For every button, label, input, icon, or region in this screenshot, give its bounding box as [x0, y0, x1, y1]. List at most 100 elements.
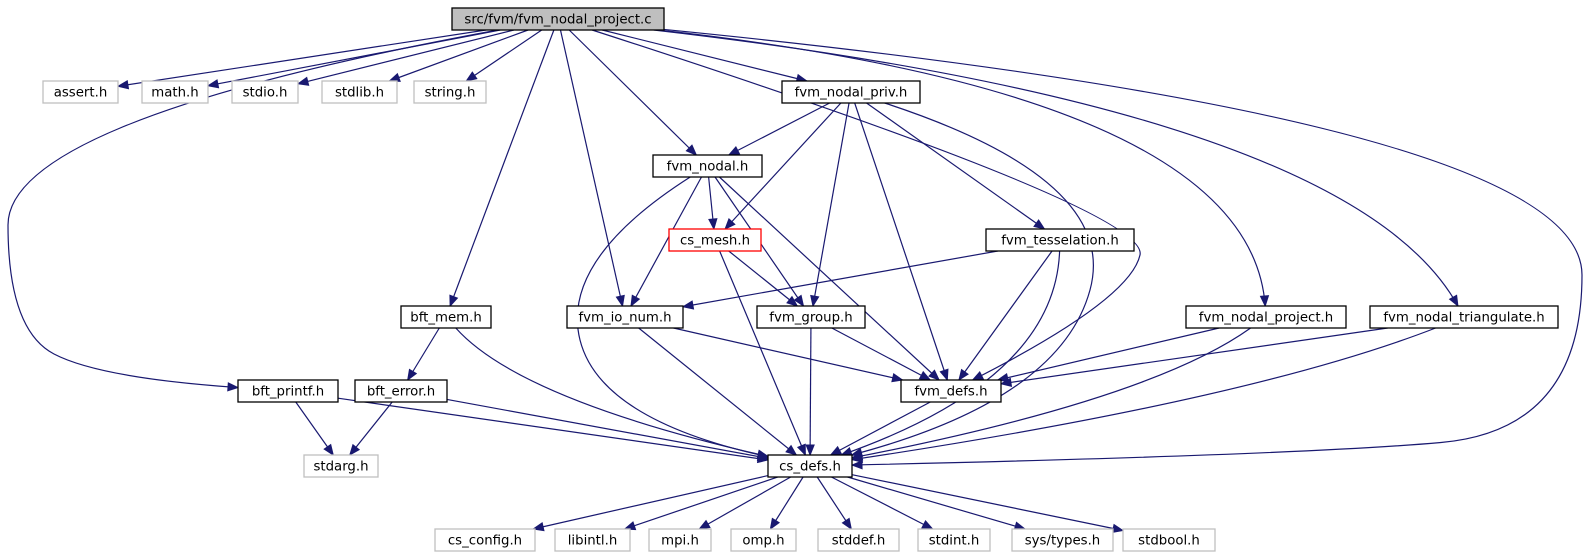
- arrowhead-nodal-to-mesh: [708, 218, 718, 231]
- node-proj[interactable]: fvm_nodal_project.h: [1185, 305, 1347, 329]
- edge-bftprintf-to-csdefs: [337, 397, 769, 461]
- edge-proj-to-csdefs: [851, 327, 1251, 459]
- node-box-stdlib: [321, 80, 398, 104]
- arrowhead-priv-to-group: [810, 294, 820, 308]
- arrowhead-root-to-string: [465, 71, 478, 82]
- edge-group-to-fvmdefs: [831, 327, 931, 381]
- node-box-stddef: [817, 528, 900, 552]
- node-group[interactable]: fvm_group.h: [756, 305, 866, 329]
- edge-csdefs-to-stdbool: [851, 474, 1124, 532]
- arrowhead-group-to-csdefs: [805, 444, 815, 457]
- node-box-stdio: [231, 80, 299, 104]
- edge-tri-to-csdefs: [851, 327, 1436, 461]
- arrowhead-ionum-to-csdefs: [785, 444, 798, 456]
- node-box-ionum: [566, 305, 684, 329]
- arrowhead-ionum-to-fvmdefs: [891, 373, 904, 383]
- node-label-root: src/fvm/fvm_nodal_project.c: [464, 13, 651, 28]
- arrowhead-root-to-nodal: [685, 144, 698, 156]
- node-systypes: sys/types.h: [1011, 528, 1114, 552]
- node-box-group: [756, 305, 866, 329]
- arrowhead-mesh-to-csdefs: [796, 443, 806, 457]
- node-mesh[interactable]: cs_mesh.h: [668, 228, 762, 252]
- node-bftprintf[interactable]: bft_printf.h: [237, 379, 339, 403]
- edge-priv-to-nodal: [728, 102, 830, 156]
- edge-csdefs-to-csconfig: [533, 474, 769, 530]
- node-stdarg: stdarg.h: [303, 454, 379, 478]
- edge-tess-to-csdefs: [841, 250, 1061, 456]
- edge-priv-to-mesh: [724, 102, 842, 230]
- node-csdefs[interactable]: cs_defs.h: [767, 454, 853, 478]
- node-priv[interactable]: fvm_nodal_priv.h: [781, 80, 921, 104]
- node-box-csdefs: [767, 454, 853, 478]
- arrowhead-root-to-math: [206, 79, 220, 89]
- arrowhead-root-to-tri: [1448, 294, 1459, 308]
- node-ionum[interactable]: fvm_io_num.h: [566, 305, 684, 329]
- node-label-nodal: fvm_nodal.h: [667, 160, 749, 175]
- node-label-csdefs: cs_defs.h: [779, 460, 841, 475]
- arrowhead-priv-to-fvmdefs: [939, 368, 949, 382]
- node-fvmdefs[interactable]: fvm_defs.h: [900, 379, 1002, 403]
- arrowhead-csdefs-to-stdint: [921, 519, 934, 530]
- node-stdlib: stdlib.h: [321, 80, 398, 104]
- node-label-assert: assert.h: [54, 86, 108, 101]
- node-box-libintl: [554, 528, 631, 552]
- edge-root-to-bftmem: [449, 29, 555, 307]
- edge-layer: [7, 28, 1583, 534]
- edge-csdefs-to-systypes: [847, 476, 1026, 530]
- edge-root-to-string: [465, 29, 543, 82]
- edge-fvmdefs-to-csdefs: [830, 401, 931, 456]
- arrowhead-nodal-to-group: [793, 294, 805, 308]
- arrowhead-root-to-bftprintf: [227, 382, 240, 392]
- node-label-math: math.h: [151, 86, 198, 101]
- node-box-csconfig: [434, 528, 536, 552]
- node-box-priv: [781, 80, 921, 104]
- node-math: math.h: [141, 80, 209, 104]
- node-omp: omp.h: [730, 528, 797, 552]
- arrowhead-priv-to-tess: [1033, 219, 1046, 230]
- node-label-bftprintf: bft_printf.h: [252, 385, 324, 400]
- node-box-bftprintf: [237, 379, 339, 403]
- node-box-bftmem: [400, 305, 492, 329]
- arrowhead-root-to-assert: [116, 79, 130, 90]
- node-csconfig: cs_config.h: [434, 528, 536, 552]
- node-bftmem[interactable]: bft_mem.h: [400, 305, 492, 329]
- arrowhead-priv-to-mesh: [724, 218, 736, 230]
- arrowhead-tri-to-fvmdefs: [999, 377, 1013, 387]
- node-label-priv: fvm_nodal_priv.h: [795, 86, 908, 101]
- edge-tess-to-fvmdefs: [958, 250, 1053, 381]
- node-stddef: stddef.h: [817, 528, 900, 552]
- node-bfterror[interactable]: bft_error.h: [354, 379, 448, 403]
- arrowhead-tess-to-fvmdefs: [958, 368, 969, 382]
- node-box-tess: [985, 228, 1135, 252]
- node-box-string: [413, 80, 487, 104]
- edge-bfterror-to-csdefs: [446, 398, 769, 459]
- arrowhead-tess-to-ionum: [681, 300, 695, 310]
- node-tess[interactable]: fvm_tesselation.h: [985, 228, 1135, 252]
- node-libintl: libintl.h: [554, 528, 631, 552]
- node-box-tri: [1369, 305, 1559, 329]
- node-root[interactable]: src/fvm/fvm_nodal_project.c: [451, 7, 665, 31]
- edge-priv-to-tess: [866, 102, 1045, 230]
- edge-root-to-csdefs: [663, 28, 1583, 466]
- edge-root-to-tri: [653, 29, 1459, 307]
- edge-root-to-stdlib: [389, 29, 529, 82]
- edge-tri-to-fvmdefs: [1000, 327, 1388, 385]
- node-stdbool: stdbool.h: [1122, 528, 1216, 552]
- arrowhead-bfterror-to-stdarg: [348, 443, 361, 457]
- node-stdio: stdio.h: [231, 80, 299, 104]
- edge-mesh-to-csdefs: [719, 250, 806, 456]
- arrowhead-bftprintf-to-stdarg: [323, 443, 335, 457]
- arrowhead-bftmem-to-bfterror: [406, 368, 418, 382]
- node-box-proj: [1185, 305, 1347, 329]
- arrowhead-csdefs-to-csconfig: [531, 522, 545, 532]
- node-nodal[interactable]: fvm_nodal.h: [652, 154, 763, 178]
- edge-ionum-to-csdefs: [638, 327, 797, 456]
- node-label-stdarg: stdarg.h: [313, 460, 368, 475]
- arrowhead-root-to-stdlib: [388, 72, 401, 82]
- node-label-ionum: fvm_io_num.h: [578, 311, 671, 326]
- edge-root-to-stdio: [297, 29, 514, 85]
- node-layer: src/fvm/fvm_nodal_project.c assert.h math.…: [42, 7, 1559, 552]
- node-tri[interactable]: fvm_nodal_triangulate.h: [1369, 305, 1559, 329]
- node-mpi: mpi.h: [648, 528, 712, 552]
- edge-mesh-to-group: [728, 250, 798, 307]
